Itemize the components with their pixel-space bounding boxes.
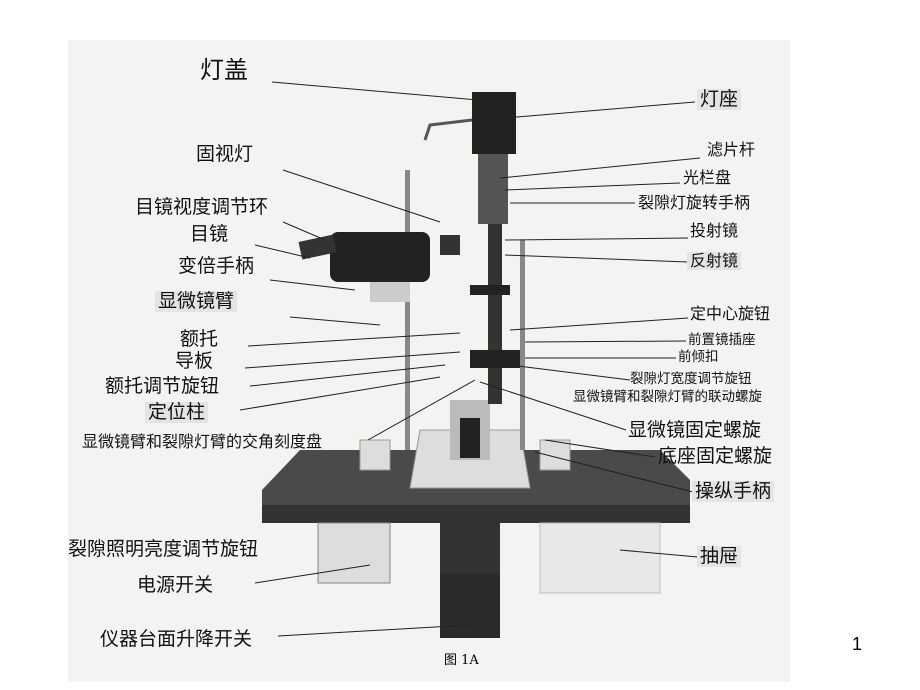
label-eyepiece: 目镜 [190, 223, 229, 245]
label-centering-knob: 定中心旋钮 [690, 304, 771, 323]
leader-lines [239, 81, 701, 637]
label-lamp-base: 灯座 [697, 89, 742, 110]
label-positioning-post: 定位柱 [145, 402, 209, 423]
label-angle-dial: 显微镜臂和裂隙灯臂的交角刻度盘 [82, 432, 323, 451]
label-forehead-knob: 额托调节旋钮 [105, 375, 220, 397]
label-reflector: 反射镜 [687, 252, 742, 270]
label-diopter-ring: 目镜视度调节环 [135, 196, 269, 218]
label-microscope-lock-screw: 显微镜固定螺旋 [628, 419, 762, 441]
lift-box [440, 573, 500, 638]
label-zoom-handle: 变倍手柄 [178, 255, 255, 277]
lamp-housing [472, 92, 516, 154]
label-projection-lens: 投射镜 [690, 221, 739, 240]
slit-lamp-photo [68, 40, 790, 682]
label-slit-rotation-handle: 裂隙灯旋转手柄 [638, 193, 751, 212]
figure-caption: 图 1A [444, 653, 479, 668]
label-guide-plate: 导板 [175, 350, 214, 372]
label-brightness-knob: 裂隙照明亮度调节旋钮 [68, 538, 259, 560]
label-slit-width-knob: 裂隙灯宽度调节旋钮 [630, 371, 752, 387]
label-base-lock-screw: 底座固定螺旋 [658, 445, 773, 467]
control-box [317, 522, 391, 584]
label-linkage-screw: 显微镜臂和裂隙灯臂的联动螺旋 [573, 389, 762, 405]
label-lens-socket: 前置镜插座 [688, 332, 756, 348]
page-number: 1 [852, 634, 863, 654]
label-power-switch: 电源开关 [137, 574, 214, 596]
label-joystick: 操纵手柄 [692, 481, 775, 502]
label-tilt-latch: 前倾扣 [678, 349, 719, 365]
label-aperture-disc: 光栏盘 [683, 168, 732, 187]
label-lift-switch: 仪器台面升降开关 [100, 628, 253, 650]
microscope [330, 232, 430, 282]
label-forehead-rest: 额托 [180, 328, 219, 350]
slit-lamp-illustration [262, 92, 690, 638]
label-filter-lever: 滤片杆 [707, 140, 756, 159]
drawer [539, 522, 661, 594]
label-fixation-light: 固视灯 [196, 143, 254, 165]
label-microscope-arm: 显微镜臂 [155, 291, 238, 312]
label-lamp-cover: 灯盖 [200, 56, 248, 84]
label-drawer: 抽屉 [697, 546, 742, 567]
